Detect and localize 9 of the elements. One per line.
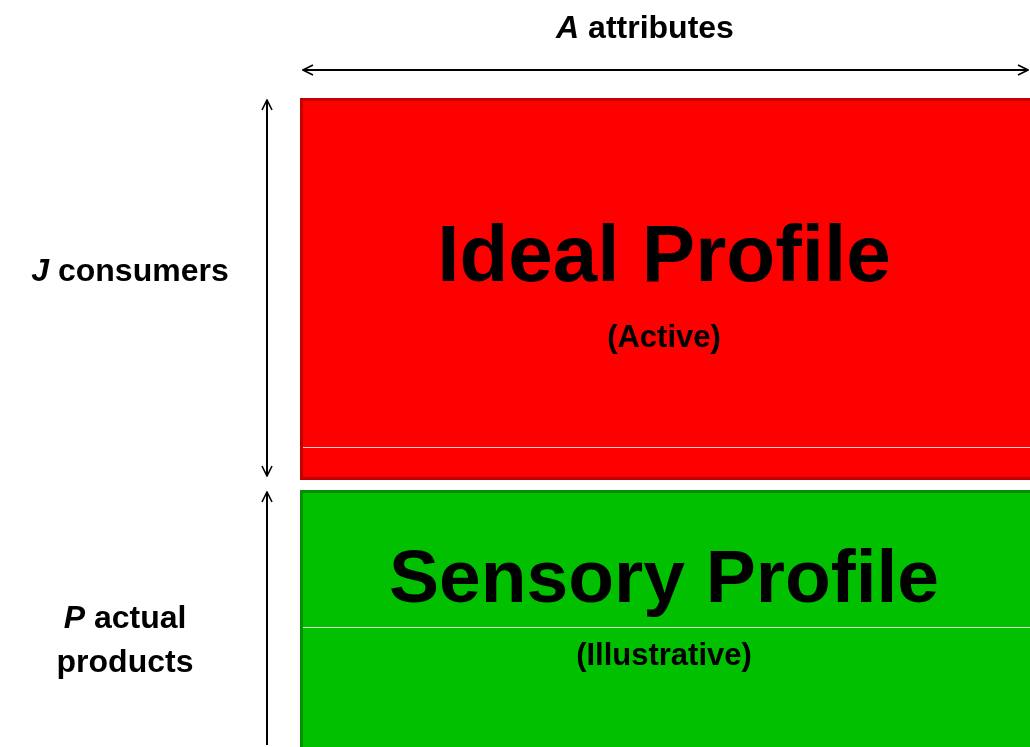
block-title: Sensory Profile: [387, 533, 941, 619]
block-subtitle: (Illustrative): [575, 637, 753, 673]
axis-label: J consumers: [30, 251, 230, 290]
matrix-block: [300, 490, 1030, 747]
block-subtitle: (Active): [606, 319, 722, 355]
block-title: Ideal Profile: [436, 208, 892, 300]
matrix-block: [300, 98, 1030, 480]
axis-label: A attributes: [554, 8, 735, 47]
axis-label: P actual products: [55, 598, 195, 681]
